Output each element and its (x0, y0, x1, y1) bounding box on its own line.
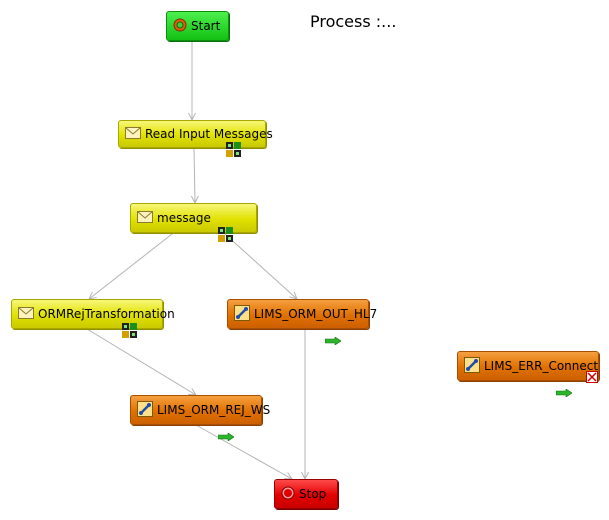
edge-message-to-hl7 (224, 233, 298, 300)
ormrejtransformation-node[interactable]: ORMRejTransformation (11, 299, 175, 329)
node-label: message (157, 211, 211, 225)
lims-orm-out-hl7-node[interactable]: LIMS_ORM_OUT_HL7 (227, 299, 377, 329)
envelope-icon (137, 210, 153, 226)
connector-icon (234, 304, 250, 324)
start-node[interactable]: Start (166, 11, 229, 41)
envelope-icon (125, 126, 141, 142)
node-label: Stop (299, 487, 327, 501)
start-icon (173, 18, 187, 35)
edge-read-to-message (193, 147, 196, 204)
edge-rejws-to-stop (195, 424, 293, 480)
grid-icon (218, 227, 234, 247)
edge-arrowhead (188, 388, 197, 396)
green-arrow-icon (555, 382, 573, 401)
stop-icon (281, 486, 295, 503)
node-label: LIMS_ORM_OUT_HL7 (254, 307, 378, 321)
message-node[interactable]: message (130, 203, 257, 233)
stop-node[interactable]: Stop (274, 479, 338, 509)
node-label: Start (191, 19, 221, 33)
node-label: LIMS_ERR_Connector (484, 359, 599, 373)
edge-orm-to-rejws (86, 328, 197, 396)
edge-message-to-orm (88, 233, 173, 300)
lims-err-connector-node[interactable]: LIMS_ERR_Connector (457, 351, 599, 381)
node-label: ORMRejTransformation (38, 307, 175, 321)
green-arrow-icon (324, 330, 342, 349)
node-label: LIMS_ORM_REJ_WS (157, 403, 271, 417)
grid-icon (122, 323, 138, 343)
process-title: Process :... (310, 12, 397, 31)
envelope-icon (18, 306, 34, 322)
connector-icon (464, 356, 480, 376)
grid-icon (226, 142, 242, 162)
connector-icon (137, 400, 153, 420)
node-label: Read Input Messages (145, 127, 273, 141)
green-arrow-icon (217, 426, 235, 445)
read-input-messages-node[interactable]: Read Input Messages (118, 120, 273, 148)
lims-orm-rej-ws-node[interactable]: LIMS_ORM_REJ_WS (130, 395, 270, 425)
error-icon (586, 368, 598, 387)
